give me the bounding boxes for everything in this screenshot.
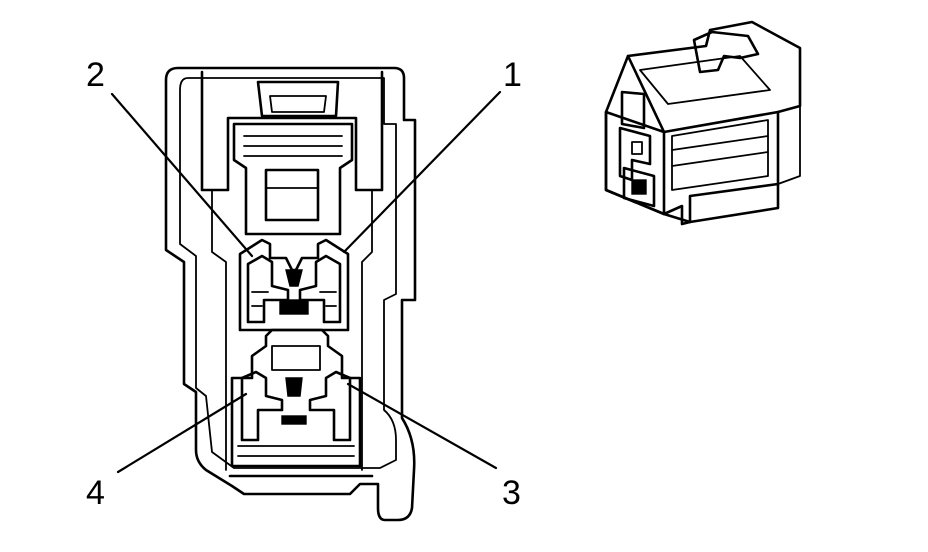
leader-1 xyxy=(342,90,502,254)
iso-body-outline xyxy=(604,20,802,226)
terminal-cavity-lower xyxy=(230,328,362,468)
callout-1: 1 xyxy=(503,56,522,94)
terminal-cavity-upper xyxy=(238,238,350,332)
lower-center-slot xyxy=(281,415,307,425)
housing-inner-outline xyxy=(179,77,397,469)
iso-terminal-upper xyxy=(618,126,652,182)
terminal-1 xyxy=(298,254,342,324)
callout-3: 3 xyxy=(502,474,521,512)
iso-rear-wall xyxy=(777,105,801,185)
iso-top-rail xyxy=(639,55,771,105)
connector-front-view xyxy=(164,66,417,522)
upper-center-block xyxy=(279,299,309,315)
leader-3 xyxy=(346,382,498,470)
latch-window xyxy=(264,168,320,222)
iso-cavity-upper xyxy=(620,90,646,130)
latch-tab-inner xyxy=(269,95,327,113)
iso-terminal-lower xyxy=(622,166,656,208)
leader-2 xyxy=(110,92,254,258)
iso-terminal-lower-slot xyxy=(631,179,647,195)
latch-center-body xyxy=(232,122,354,236)
callout-leaders xyxy=(110,90,502,474)
iso-latch xyxy=(692,30,760,74)
upper-center-key xyxy=(285,269,303,287)
lower-center-key xyxy=(285,377,303,397)
callout-2: 2 xyxy=(86,56,105,94)
latch-outer xyxy=(200,70,384,192)
right-side-rail xyxy=(361,189,373,471)
left-side-rail xyxy=(211,189,227,471)
iso-terminal-upper-slot xyxy=(631,141,643,155)
housing-outline xyxy=(164,66,417,522)
terminal-2 xyxy=(246,254,290,324)
connector-isometric-view xyxy=(604,20,802,226)
iso-bottom-ledge xyxy=(662,182,780,224)
leader-4 xyxy=(116,392,248,474)
callout-labels: 1 2 3 4 xyxy=(86,56,522,512)
iso-side-panel xyxy=(671,119,769,191)
latch-tab xyxy=(256,80,340,118)
terminal-4 xyxy=(240,370,284,442)
callout-4: 4 xyxy=(86,474,105,512)
iso-top-face xyxy=(626,54,780,134)
lower-center-window xyxy=(271,345,321,371)
iso-side-rib-2 xyxy=(671,151,769,167)
iso-side-rib-1 xyxy=(671,135,769,151)
terminal-3 xyxy=(308,370,352,442)
